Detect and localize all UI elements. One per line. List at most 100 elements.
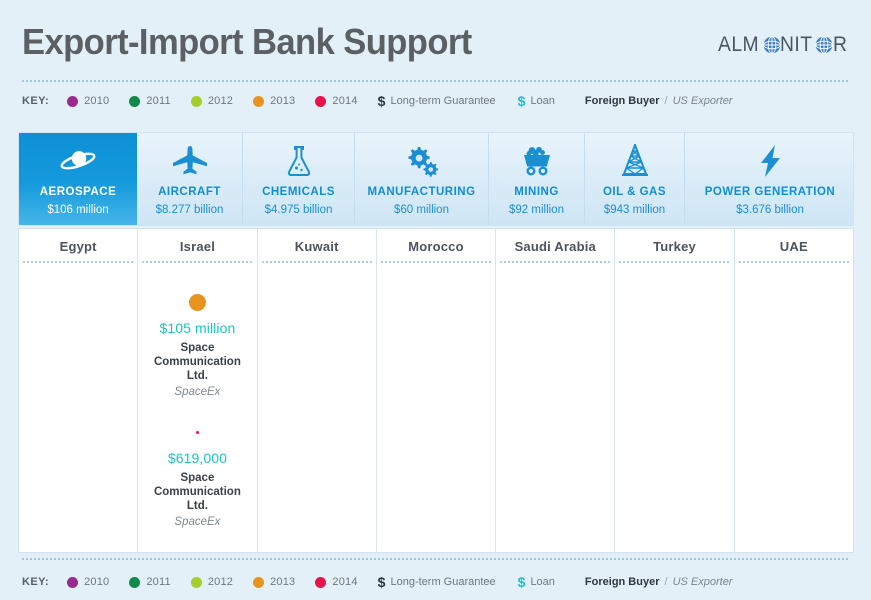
country-entries-turkey xyxy=(615,263,733,552)
country-entries-morocco xyxy=(377,263,495,552)
country-column-israel: Israel $105 million Space Communication … xyxy=(138,229,258,552)
sector-tab-name: AEROSPACE xyxy=(39,186,117,198)
key-type-long-term-guarantee: $ Long-term Guarantee xyxy=(378,94,496,108)
key-type-loan: $ Loan xyxy=(518,575,555,589)
entry-foreign-buyer: Space Communication Ltd. xyxy=(153,472,241,512)
country-column-egypt: Egypt xyxy=(19,229,139,552)
country-header-egypt: Egypt xyxy=(19,229,137,263)
key-foreign-buyer-label: Foreign Buyer xyxy=(584,576,660,588)
airplane-icon xyxy=(171,143,209,179)
key-label: KEY: xyxy=(22,576,50,588)
flask-icon xyxy=(287,146,310,176)
dollar-sign-icon: $ xyxy=(377,93,386,109)
dollar-sign-icon: $ xyxy=(377,574,386,590)
key-type-label: Loan xyxy=(530,576,555,588)
key-actor-legend: Foreign Buyer / US Exporter xyxy=(585,576,733,588)
logo-text-left: ALM xyxy=(718,33,760,56)
key-year-2014: 2014 xyxy=(315,576,357,588)
key-year-2010: 2010 xyxy=(67,576,109,588)
sector-tabs[interactable]: AEROSPACE $106 million AIRCRAFT $8.277 b… xyxy=(18,132,854,226)
dollar-sign-icon: $ xyxy=(517,93,526,109)
logo-text-right: R xyxy=(833,33,848,56)
year-dot-2014 xyxy=(195,430,199,434)
year-dot-2013 xyxy=(188,293,206,311)
key-year-label: 2010 xyxy=(84,576,110,588)
entry-year-dot-wrap xyxy=(195,421,199,443)
data-entry[interactable]: $619,000 Space Communication Ltd. SpaceE… xyxy=(138,421,256,529)
key-year-label: 2014 xyxy=(332,95,358,107)
header: Export-Import Bank Support ALM NIT R xyxy=(0,0,871,82)
sector-tab-value: $3.676 billion xyxy=(736,204,804,216)
country-header-israel: Israel xyxy=(138,229,256,263)
sector-tab-aerospace[interactable]: AEROSPACE $106 million xyxy=(19,133,137,225)
gears-icon xyxy=(404,143,440,179)
lightning-bolt-icon xyxy=(757,143,783,179)
key-foreign-buyer-label: Foreign Buyer xyxy=(584,95,660,107)
sector-tab-mining[interactable]: MINING $92 million xyxy=(489,133,585,225)
page-title: Export-Import Bank Support xyxy=(22,21,472,62)
globe-icon xyxy=(763,36,781,54)
key-separator: / xyxy=(664,95,668,107)
key-type-label: Loan xyxy=(530,95,555,107)
logo-text-mid: NIT xyxy=(780,33,813,56)
entry-us-exporter: SpaceEx xyxy=(174,386,221,398)
key-separator: / xyxy=(664,576,668,588)
key-type-label: Long-term Guarantee xyxy=(390,576,496,588)
mine-cart-icon xyxy=(520,143,554,179)
flask-icon xyxy=(284,143,314,179)
sector-tab-value: $4.975 billion xyxy=(264,204,333,216)
country-entries-israel: $105 million Space Communication Ltd. Sp… xyxy=(138,263,256,552)
key-type-label: Long-term Guarantee xyxy=(390,95,496,107)
sector-tab-name: AIRCRAFT xyxy=(158,186,221,198)
entry-amount: $619,000 xyxy=(167,450,228,466)
al-monitor-logo: ALM NIT R xyxy=(718,32,849,58)
key-year-2011: 2011 xyxy=(129,95,171,107)
country-entries-saudi-arabia xyxy=(496,263,614,552)
mine-cart-icon xyxy=(523,146,550,176)
key-year-2010: 2010 xyxy=(67,95,109,107)
sector-tab-aircraft[interactable]: AIRCRAFT $8.277 billion xyxy=(137,133,243,225)
key-year-2014: 2014 xyxy=(315,95,357,107)
key-legend-bottom: KEY: 2010 2011 2012 2013 2014 xyxy=(22,572,732,592)
country-column-saudi-arabia: Saudi Arabia xyxy=(496,229,616,552)
sector-tab-power-generation[interactable]: POWER GENERATION $3.676 billion xyxy=(685,133,853,225)
key-year-label: 2012 xyxy=(207,95,234,107)
country-header-uae: UAE xyxy=(735,229,853,263)
sector-tab-manufacturing[interactable]: MANUFACTURING $60 million xyxy=(355,133,489,225)
sector-tab-chemicals[interactable]: CHEMICALS $4.975 billion xyxy=(243,133,355,225)
key-dot-2013 xyxy=(253,576,265,588)
key-dot-2013 xyxy=(253,95,265,107)
key-dot-2012 xyxy=(190,576,202,588)
entry-foreign-buyer: Space Communication Ltd. xyxy=(153,342,241,382)
country-header-kuwait: Kuwait xyxy=(258,229,376,263)
key-year-label: 2012 xyxy=(207,576,234,588)
country-header-saudi-arabia: Saudi Arabia xyxy=(496,229,614,263)
sector-tab-oil-gas[interactable]: OIL & GAS $943 million xyxy=(585,133,685,225)
key-legend-top: KEY: 2010 2011 2012 2013 2014 xyxy=(22,91,732,111)
footer-divider xyxy=(22,558,849,560)
sector-tab-name: OIL & GAS xyxy=(602,186,667,198)
key-year-2013: 2013 xyxy=(253,576,295,588)
sector-tab-name: POWER GENERATION xyxy=(704,186,836,198)
airplane-icon xyxy=(172,146,207,175)
country-entries-egypt xyxy=(19,263,137,552)
data-entry[interactable]: $105 million Space Communication Ltd. Sp… xyxy=(138,291,256,399)
key-year-2012: 2012 xyxy=(190,576,234,588)
country-header-morocco: Morocco xyxy=(377,229,495,263)
sector-tab-name: MANUFACTURING xyxy=(367,186,476,198)
key-label: KEY: xyxy=(22,95,50,107)
key-dot-2012 xyxy=(190,95,202,107)
key-type-long-term-guarantee: $ Long-term Guarantee xyxy=(378,575,496,589)
entry-amount: $105 million xyxy=(159,320,236,336)
country-column-uae: UAE xyxy=(735,229,853,552)
key-dot-2010 xyxy=(67,576,79,588)
key-year-label: 2014 xyxy=(332,576,358,588)
country-column-turkey: Turkey xyxy=(615,229,735,552)
country-entries-uae xyxy=(735,263,853,552)
key-year-2011: 2011 xyxy=(129,576,171,588)
sector-tab-name: MINING xyxy=(514,186,559,198)
country-column-morocco: Morocco xyxy=(377,229,497,552)
sector-tab-name: CHEMICALS xyxy=(262,186,335,198)
key-us-exporter-label: US Exporter xyxy=(672,95,733,107)
sector-tab-value: $943 million xyxy=(603,204,666,216)
